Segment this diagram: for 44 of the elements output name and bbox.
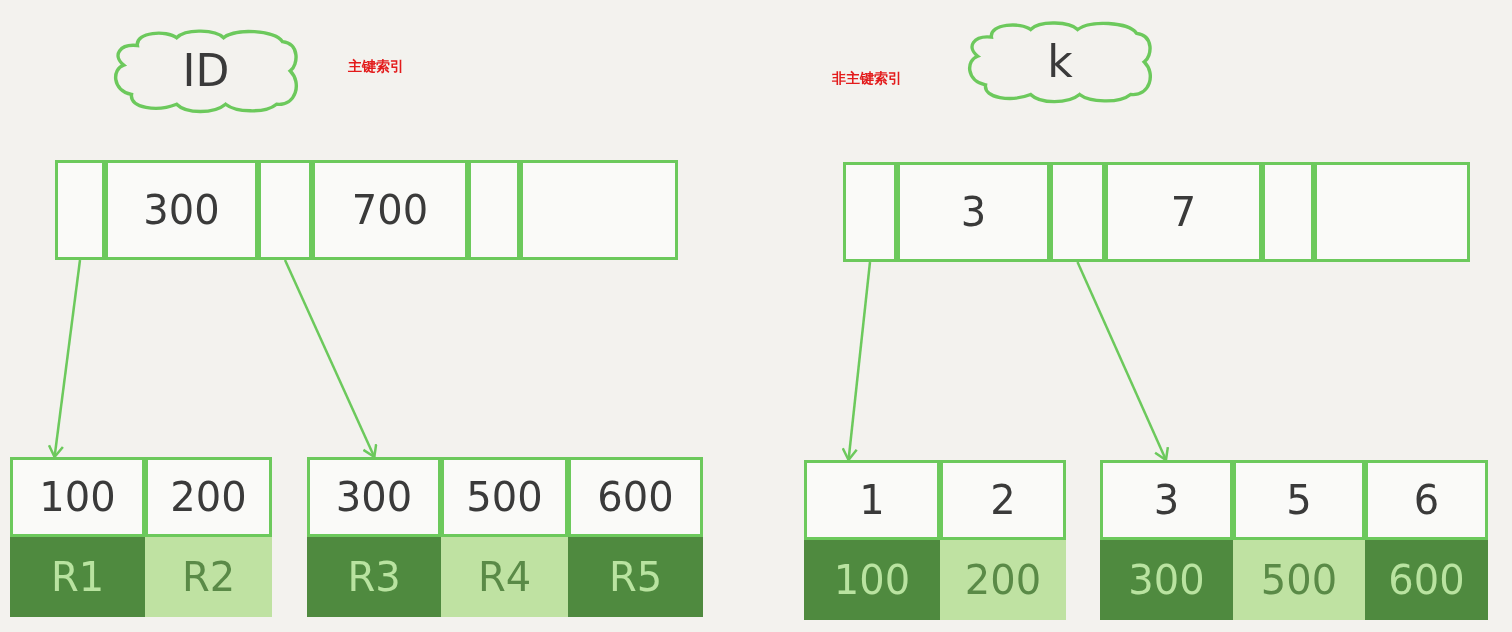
row-cell: 100	[804, 540, 940, 620]
row-cell: R3	[307, 537, 441, 617]
index-label: 主键索引	[348, 58, 404, 76]
key-cell	[468, 160, 520, 260]
key-cell	[520, 160, 678, 260]
arrow	[1076, 261, 1170, 462]
row-cell: R4	[441, 537, 568, 617]
key-cell	[1262, 162, 1314, 262]
key-cell: 300	[307, 457, 441, 537]
index-node	[10, 457, 272, 617]
index-node	[843, 162, 1470, 262]
index-node	[307, 457, 703, 617]
index-label: 非主键索引	[832, 70, 902, 88]
key-cell: 2	[940, 460, 1066, 540]
key-cell: 1	[804, 460, 940, 540]
row-cell: R1	[10, 537, 145, 617]
key-cell: 3	[1100, 460, 1233, 540]
key-cell: 7	[1105, 162, 1262, 262]
key-cell: 6	[1365, 460, 1488, 540]
row-cell: 200	[940, 540, 1066, 620]
key-cell: 3	[897, 162, 1050, 262]
index-node	[55, 160, 678, 260]
key-cell	[843, 162, 897, 262]
key-cell: 5	[1233, 460, 1365, 540]
key-cell	[1314, 162, 1470, 262]
key-cell: 600	[568, 457, 703, 537]
key-cell	[55, 160, 105, 260]
arrow	[283, 259, 378, 459]
row-cell: R5	[568, 537, 703, 617]
index-node	[1100, 460, 1488, 620]
key-cell	[1050, 162, 1105, 262]
row-cell: 500	[1233, 540, 1365, 620]
row-cell: R2	[145, 537, 272, 617]
key-cell: 300	[105, 160, 258, 260]
key-cell	[258, 160, 312, 260]
row-cell: 600	[1365, 540, 1488, 620]
key-cell: 700	[312, 160, 468, 260]
key-cell: 100	[10, 457, 145, 537]
index-node	[804, 460, 1066, 620]
key-cell: 200	[145, 457, 272, 537]
arrow	[47, 259, 82, 459]
key-cell: 500	[441, 457, 568, 537]
row-cell: 300	[1100, 540, 1233, 620]
arrow	[841, 261, 872, 462]
